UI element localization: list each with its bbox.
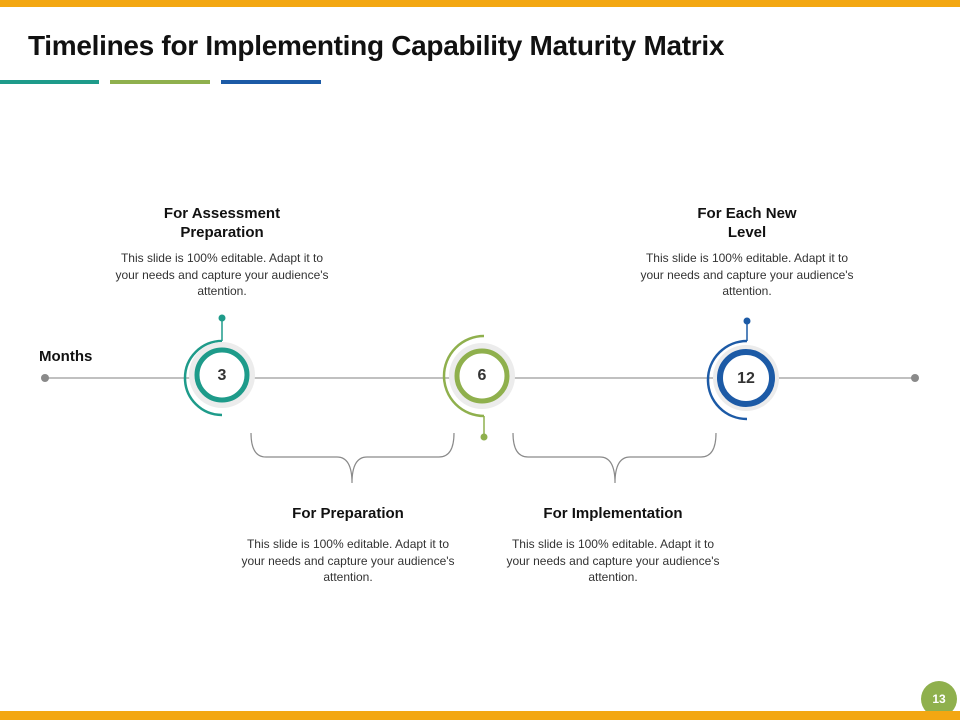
block-text: This slide is 100% editable. Adapt it to…: [506, 537, 720, 584]
title-underline-teal: [0, 80, 99, 84]
milestone-value-6: 6: [477, 367, 487, 384]
bottom-accent-bar: [0, 711, 960, 720]
block-implementation: For Implementation This slide is 100% ed…: [503, 504, 723, 586]
milestone-value-3: 3: [217, 367, 227, 384]
milestone-12: [706, 317, 779, 421]
axis-label-months: Months: [39, 348, 93, 365]
title-underline-green: [110, 80, 210, 84]
block-heading: For Implementation: [543, 505, 683, 522]
top-accent-bar: [0, 0, 960, 7]
brace-preparation: [250, 432, 455, 484]
block-heading: For Assessment Preparation: [163, 205, 281, 241]
block-text: This slide is 100% editable. Adapt it to…: [640, 251, 854, 298]
block-text: This slide is 100% editable. Adapt it to…: [241, 537, 455, 584]
block-heading: For Each New Level: [697, 205, 797, 241]
block-assessment-preparation: For Assessment Preparation This slide is…: [112, 204, 332, 300]
block-text: This slide is 100% editable. Adapt it to…: [115, 251, 329, 298]
timeline-start-dot: [41, 374, 49, 382]
milestone-3: [183, 314, 255, 417]
timeline-end-dot: [911, 374, 919, 382]
block-preparation: For Preparation This slide is 100% edita…: [238, 504, 458, 586]
page-title: Timelines for Implementing Capability Ma…: [28, 30, 725, 61]
milestone-6: [442, 334, 515, 441]
brace-implementation: [512, 432, 717, 484]
block-heading: For Preparation: [292, 505, 404, 522]
block-each-new-level: For Each New Level This slide is 100% ed…: [637, 204, 857, 300]
title-underline-blue: [221, 80, 321, 84]
milestone-value-12: 12: [737, 370, 755, 387]
